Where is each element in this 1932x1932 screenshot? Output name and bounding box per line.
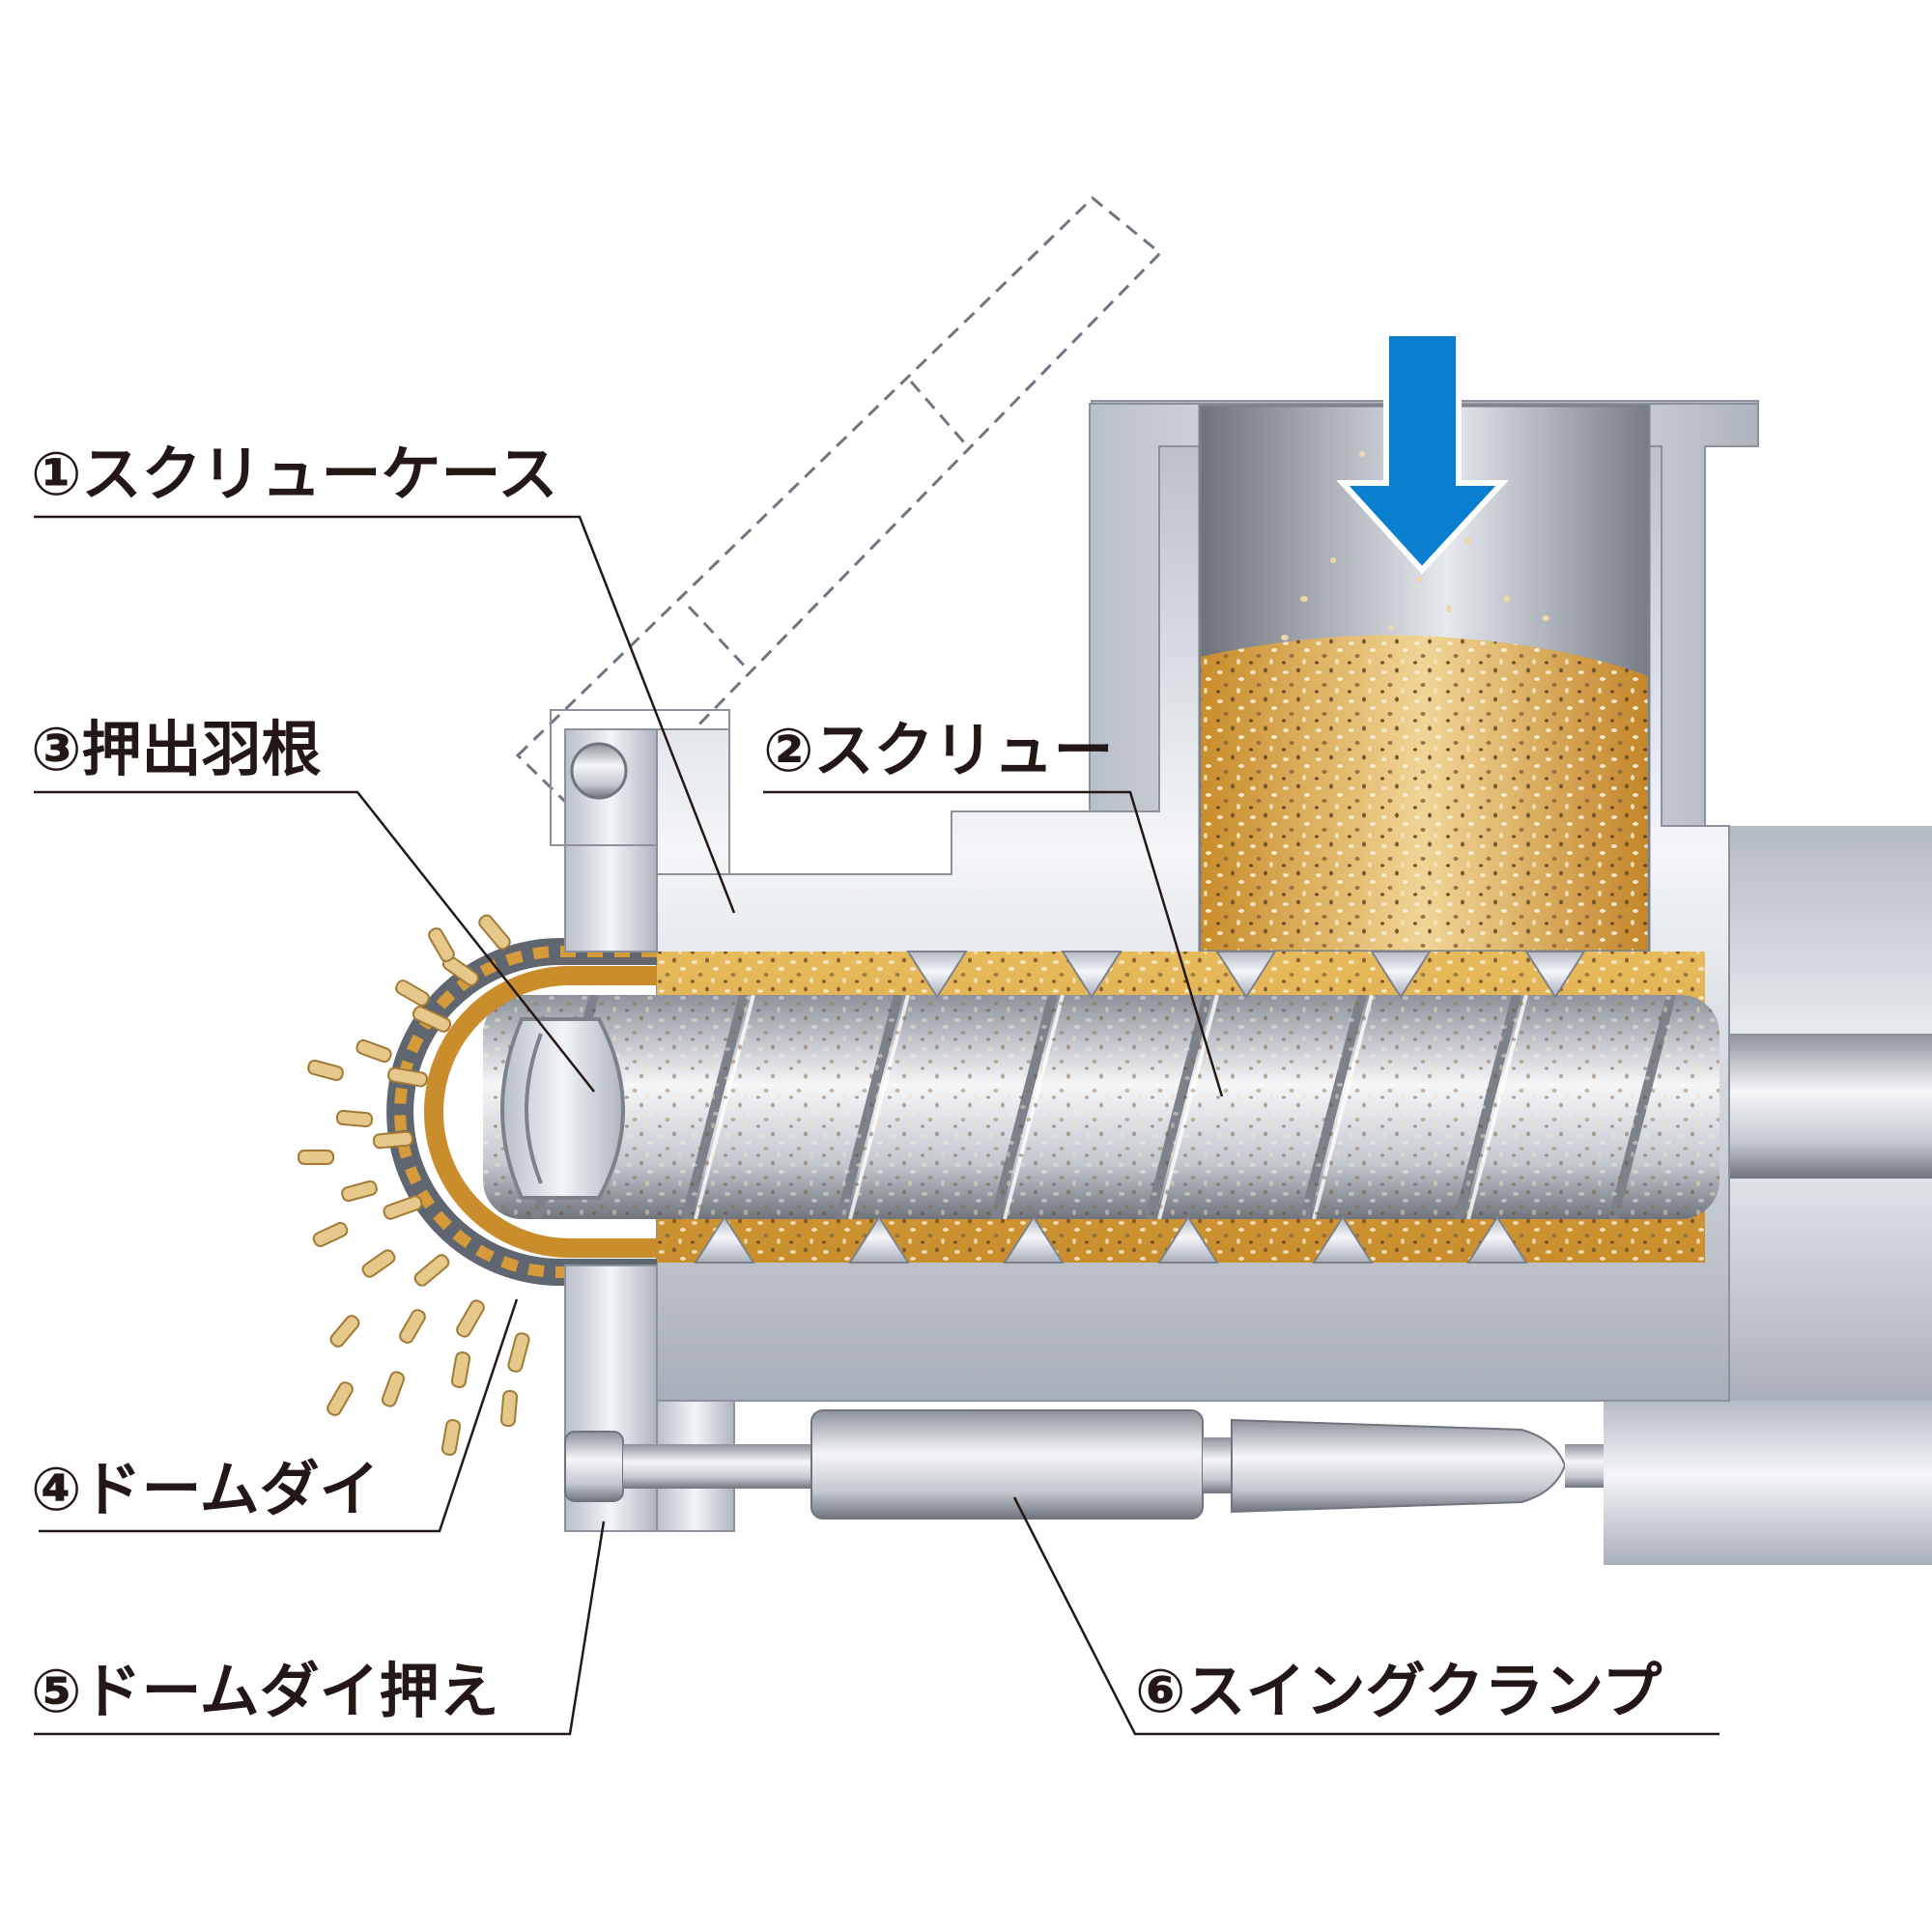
swing-open-outline <box>515 195 1163 834</box>
extrusion-blade <box>500 1017 625 1200</box>
label-screw-case: ①スクリューケース <box>31 439 557 509</box>
label-extrusion-blade: ③押出羽根 <box>31 714 322 784</box>
leader-lines <box>34 515 1719 1736</box>
label-swing-clamp: ⑥スイングクランプ <box>1135 1656 1662 1726</box>
label-screw: ②スクリュー <box>763 715 1114 785</box>
label-dome-die: ④ドームダイ <box>31 1454 380 1524</box>
label-dome-die-holder: ⑤ドームダイ押え <box>31 1656 499 1726</box>
extruded-pellets <box>298 914 530 1456</box>
drive-housing <box>1604 826 1932 1565</box>
feed-arrow-icon <box>1336 330 1509 575</box>
screw <box>483 951 1719 1264</box>
swing-clamp <box>564 1409 1604 1520</box>
